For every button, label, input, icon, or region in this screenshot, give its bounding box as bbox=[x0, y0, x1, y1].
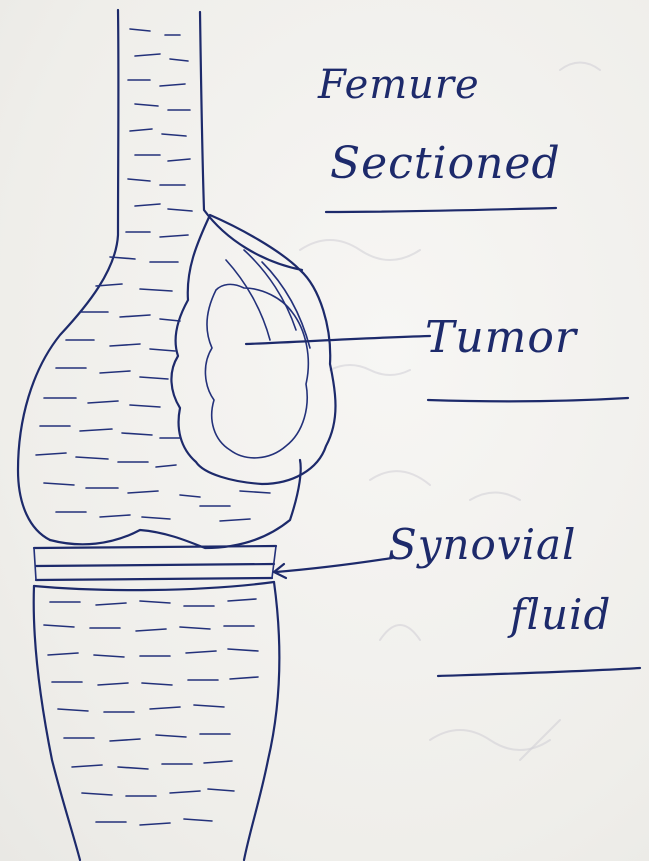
hatch-mark bbox=[130, 405, 160, 407]
title-label-line2: Sectioned bbox=[330, 138, 561, 189]
hatch-mark bbox=[76, 457, 108, 459]
femur-shaft-left-outline bbox=[18, 10, 118, 540]
hatch-mark bbox=[180, 627, 210, 629]
hatch-mark bbox=[160, 84, 185, 86]
hatch-mark bbox=[156, 465, 176, 467]
hatch-mark bbox=[100, 371, 130, 373]
hatch-mark bbox=[44, 483, 74, 485]
hatch-mark bbox=[136, 629, 166, 631]
hatch-mark bbox=[96, 603, 126, 605]
hatch-mark bbox=[142, 517, 170, 519]
femur-condyle-outline bbox=[50, 460, 301, 548]
tumor-label: Tumor bbox=[425, 312, 577, 363]
hatch-mark bbox=[170, 59, 188, 61]
title-underline bbox=[326, 208, 556, 212]
hatch-mark bbox=[168, 159, 190, 161]
hatch-mark bbox=[194, 705, 224, 707]
hatch-mark bbox=[142, 683, 172, 685]
hatch-mark bbox=[208, 789, 234, 791]
synovial-label-line2: fluid bbox=[510, 590, 611, 639]
hatch-mark bbox=[98, 683, 128, 685]
hatch-mark bbox=[128, 491, 158, 493]
hatch-mark bbox=[135, 204, 160, 206]
hatch-mark bbox=[140, 601, 170, 603]
hatch-mark bbox=[110, 344, 140, 346]
tumor-inner-texture bbox=[244, 250, 296, 330]
hatch-mark bbox=[118, 767, 148, 769]
hatch-mark bbox=[128, 179, 150, 181]
hatch-mark bbox=[135, 54, 160, 56]
hatch-mark bbox=[58, 709, 88, 711]
hatch-mark bbox=[184, 819, 212, 821]
hatch-mark bbox=[120, 315, 150, 317]
tumor-leader-line bbox=[246, 336, 430, 344]
hatch-mark bbox=[140, 377, 168, 379]
hatch-mark bbox=[80, 429, 112, 431]
hatch-mark bbox=[110, 739, 140, 741]
hatch-mark bbox=[88, 401, 118, 403]
hatch-mark bbox=[130, 129, 152, 131]
tumor-underline bbox=[428, 398, 628, 401]
hatch-mark bbox=[94, 655, 124, 657]
hatch-mark bbox=[228, 599, 256, 601]
synovial-leader-line bbox=[276, 558, 392, 572]
tumor-inner-texture bbox=[226, 260, 270, 340]
hatch-mark bbox=[82, 793, 112, 795]
hatch-mark bbox=[140, 823, 170, 825]
tumor-inner-texture bbox=[205, 284, 308, 458]
bone-hatching bbox=[36, 29, 270, 825]
joint-space-left-edge bbox=[34, 548, 36, 580]
title-label-line1: Femure bbox=[318, 62, 480, 108]
hatch-mark bbox=[156, 735, 186, 737]
hatch-mark bbox=[170, 791, 200, 793]
hatch-mark bbox=[186, 651, 216, 653]
tumor-mass-outline bbox=[171, 215, 335, 484]
joint-space-top-line bbox=[34, 546, 276, 548]
tibia-top-outline bbox=[34, 582, 274, 590]
hatch-mark bbox=[220, 519, 250, 521]
hatch-mark bbox=[150, 707, 180, 709]
hatch-mark bbox=[162, 134, 186, 136]
femur-shaft-right-outline bbox=[200, 12, 302, 270]
hatch-mark bbox=[48, 653, 78, 655]
hatch-mark bbox=[180, 495, 200, 497]
tibia-right-outline bbox=[244, 582, 279, 860]
hatch-mark bbox=[100, 515, 130, 517]
hatch-mark bbox=[140, 289, 172, 291]
hatch-mark bbox=[160, 235, 188, 237]
hatch-mark bbox=[135, 104, 158, 106]
hatch-mark bbox=[168, 209, 192, 211]
joint-space-middle-line bbox=[36, 564, 274, 566]
hatch-mark bbox=[160, 319, 180, 321]
hatch-mark bbox=[44, 625, 74, 627]
hatch-mark bbox=[230, 677, 258, 679]
joint-space-bottom-line bbox=[36, 578, 272, 580]
hatch-mark bbox=[72, 765, 102, 767]
synovial-label-line1: Synovial bbox=[388, 520, 576, 569]
hatch-mark bbox=[228, 649, 258, 651]
hatch-mark bbox=[36, 453, 66, 455]
hatch-mark bbox=[240, 491, 270, 493]
hatch-mark bbox=[204, 761, 232, 763]
synovial-underline bbox=[438, 668, 640, 676]
hatch-mark bbox=[122, 433, 152, 435]
hatch-mark bbox=[130, 29, 150, 31]
hatch-mark bbox=[150, 349, 175, 351]
